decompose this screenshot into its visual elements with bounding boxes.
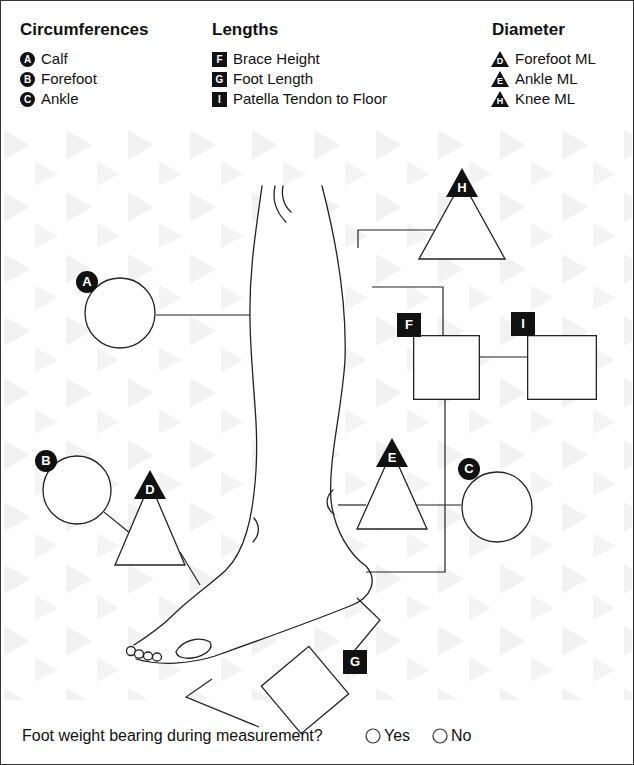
legend-badge: A (20, 52, 35, 67)
option-label: Yes (384, 726, 410, 746)
callout-letter: F (397, 313, 421, 337)
callout-letter: D (134, 470, 166, 499)
length-square: F (413, 335, 480, 400)
option-label: No (451, 726, 471, 746)
callout-letter: E (376, 438, 408, 467)
leader-lines (156, 230, 445, 727)
length-square: I (527, 335, 597, 400)
shape-outline (461, 471, 533, 543)
callout-letter: G (343, 650, 367, 674)
outline-path (261, 646, 348, 733)
circumference-circle: B (42, 455, 112, 525)
diameter-triangle: D (114, 482, 186, 566)
callout-letter: H (446, 168, 478, 197)
legend-text: Forefoot ML (515, 50, 596, 68)
leg-outline (127, 186, 373, 663)
callout-letter: C (458, 458, 480, 480)
shape-outline (413, 335, 480, 400)
diameter-triangle: E (356, 450, 428, 530)
column-heading: Diameter (492, 20, 565, 40)
column-heading: Lengths (212, 20, 278, 40)
connector-line (104, 512, 129, 532)
question-text: Foot weight bearing during measurement? (22, 726, 323, 746)
callout-letter: A (76, 271, 98, 293)
outline-path (462, 472, 532, 542)
connector-line (480, 356, 527, 357)
legend-text: Patella Tendon to Floor (233, 90, 387, 108)
connector-line (417, 504, 461, 505)
outline-path (528, 336, 597, 400)
length-square: G (255, 640, 355, 740)
outline-path (414, 336, 480, 400)
legend-text: Knee ML (515, 90, 575, 108)
circumference-circle: C (461, 471, 533, 543)
legend-text: Ankle ML (515, 70, 578, 88)
legend-badge: F (212, 52, 227, 67)
diameter-triangle: H (418, 180, 506, 260)
column-heading: Circumferences (20, 20, 149, 40)
shape-outline (255, 640, 355, 740)
legend-badge: H (491, 91, 509, 107)
legend-text: Calf (41, 50, 68, 68)
legend-text: Ankle (41, 90, 79, 108)
legend-badge: D (491, 51, 509, 67)
background-pattern (2, 130, 632, 700)
leg-fill (130, 186, 372, 663)
callout-letter: I (511, 312, 535, 336)
shape-outline (527, 335, 597, 400)
legend-badge: B (20, 72, 35, 87)
legend-badge: C (20, 92, 35, 107)
legend-text: Brace Height (233, 50, 320, 68)
callout-letter: B (35, 450, 57, 472)
legend-badge: E (491, 71, 509, 87)
legend-text: Foot Length (233, 70, 313, 88)
circumference-circle: A (84, 277, 156, 349)
legend-badge: G (212, 72, 227, 87)
legend-text: Forefoot (41, 70, 97, 88)
legend-badge: I (212, 92, 227, 107)
